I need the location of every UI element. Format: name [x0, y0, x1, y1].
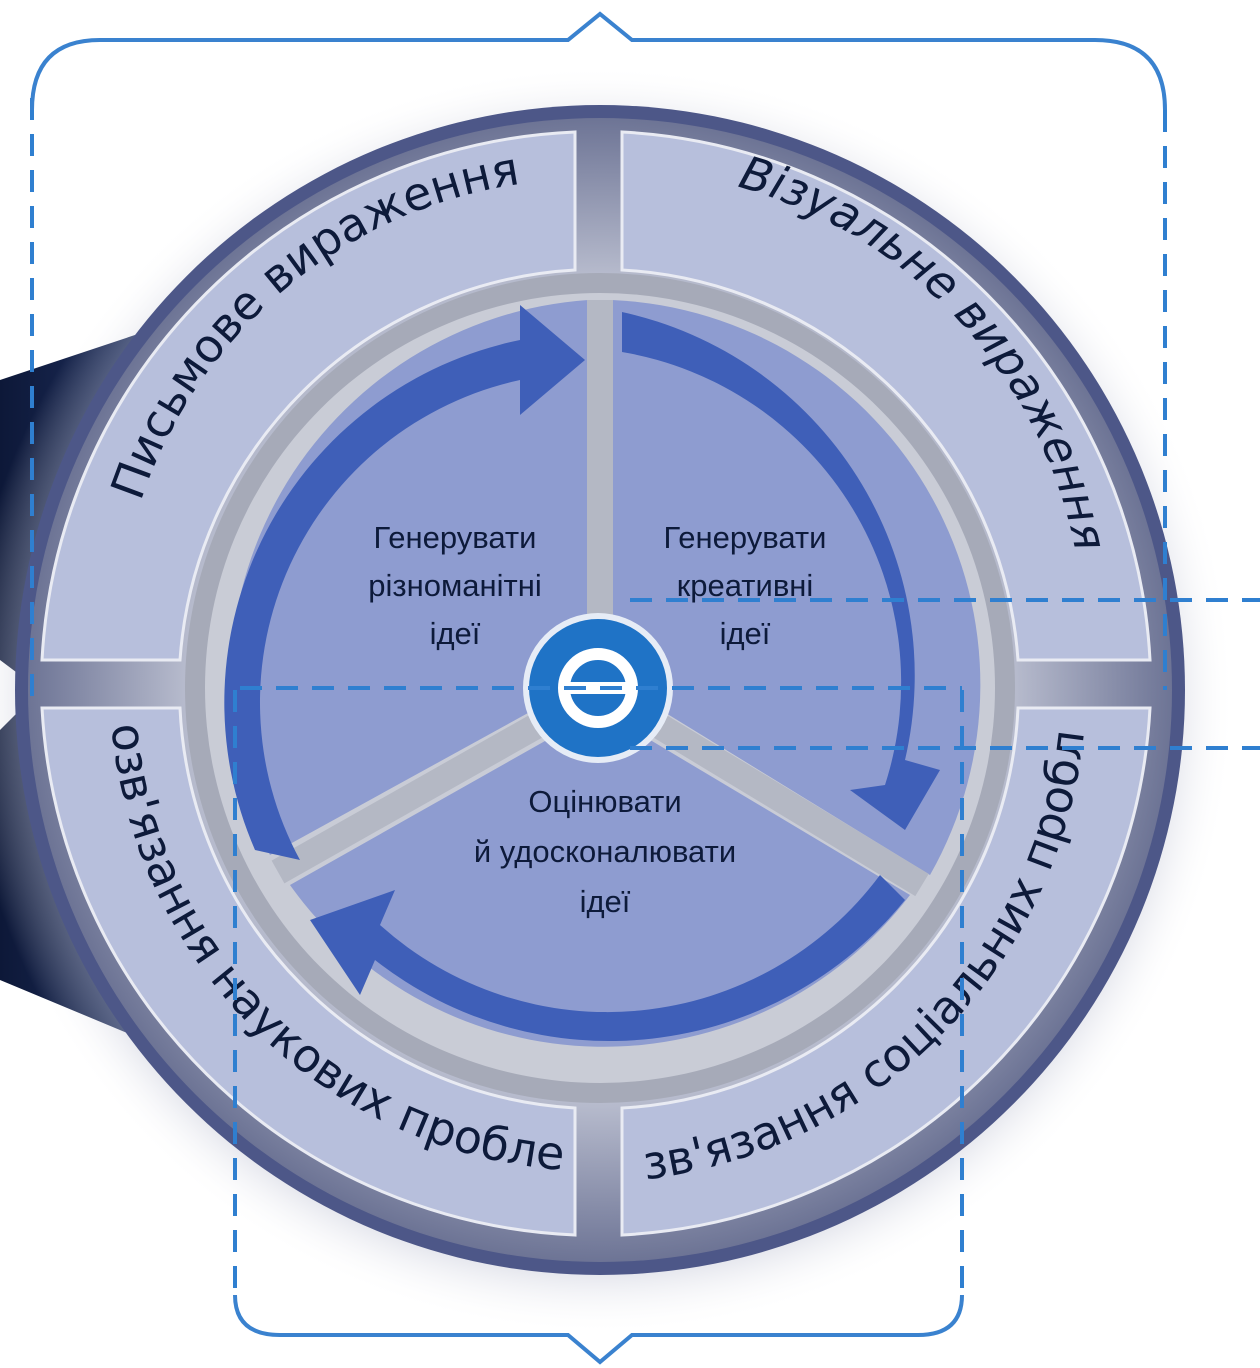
- sector-left: [229, 300, 588, 855]
- sector-bottom: [290, 710, 910, 1047]
- inner-bottom-line-3: ідеї: [580, 884, 631, 919]
- inner-bottom-line-2: й удосконалювати: [474, 834, 736, 869]
- inner-bottom-line-1: Оцінювати: [528, 784, 681, 819]
- segment-bottom-left: [40, 706, 577, 1237]
- inner-right-line-2: креативні: [677, 568, 814, 603]
- top-brace: [30, 11, 1167, 111]
- inner-left-line-2: різноманітні: [368, 568, 541, 603]
- dashed-guides: [30, 98, 1260, 1300]
- segment-top-right: [620, 130, 1152, 662]
- arrow-bottom: [310, 875, 905, 1042]
- segment-bottom-right: [620, 706, 1152, 1237]
- sector-right: [612, 300, 981, 875]
- bottom-brace: [233, 1294, 964, 1365]
- arrow-right: [622, 312, 940, 830]
- arrow-left: [224, 305, 585, 860]
- inner-left-line-1: Генерувати: [374, 520, 537, 555]
- inner-left-line-3: ідеї: [430, 616, 481, 651]
- segment-top-left: [40, 130, 577, 662]
- inner-sectors: [229, 300, 981, 1047]
- inner-right-line-3: ідеї: [720, 616, 771, 651]
- cycle-arrows: [224, 305, 940, 1042]
- inner-right-line-1: Генерувати: [664, 520, 827, 555]
- theta-logo-icon: [523, 613, 673, 763]
- outer-ring: [40, 130, 1152, 1237]
